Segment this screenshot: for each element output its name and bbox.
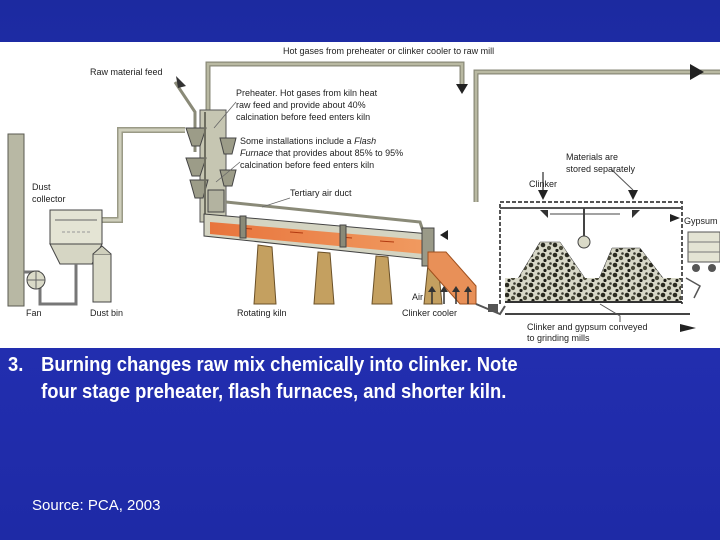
gypsum-truck-icon [670, 214, 720, 272]
label-flash-furnace-3: calcination before feed enters kiln [240, 160, 374, 170]
caption-line-1: Burning changes raw mix chemically into … [41, 354, 518, 376]
source-citation: Source: PCA, 2003 [32, 497, 161, 514]
label-clinker-cooler: Clinker cooler [402, 308, 457, 318]
flow-arrow-icon [456, 64, 704, 94]
label-dust-bin: Dust bin [90, 308, 123, 318]
dust-bin [92, 245, 112, 303]
caption-number: 3. [8, 354, 24, 376]
clinker-conveyor [475, 303, 506, 316]
label-preheater-3: calcination before feed enters kiln [236, 112, 370, 122]
cement-burning-diagram: Hot gases from preheater or clinker cool… [0, 42, 720, 348]
caption-text: Burning changes raw mix chemically into … [41, 352, 685, 406]
label-hot-gases: Hot gases from preheater or clinker cool… [283, 46, 494, 56]
label-dust-collector-2: collector [32, 194, 66, 204]
label-air: Air [412, 292, 423, 302]
label-rotating-kiln: Rotating kiln [237, 308, 287, 318]
caption-line-2: four stage preheater, flash furnaces, an… [41, 381, 507, 403]
label-clinker: Clinker [529, 179, 557, 189]
label-materials-2: stored separately [566, 164, 636, 174]
exhaust-stack [7, 133, 25, 307]
label-materials-1: Materials are [566, 152, 618, 162]
label-flash-furnace-2: Furnace that provides about 85% to 95% [240, 148, 403, 158]
mill-conveyor [505, 277, 701, 332]
fan-icon [26, 270, 46, 290]
label-gypsum: Gypsum [684, 216, 718, 226]
label-tertiary-air-duct: Tertiary air duct [290, 188, 352, 198]
preheater-tower [185, 109, 237, 228]
exhaust-duct [100, 127, 185, 223]
dust-collector [38, 209, 103, 306]
label-preheater-1: Preheater. Hot gases from kiln heat [236, 88, 378, 98]
label-flash-furnace-1: Some installations include a Flash [240, 136, 376, 146]
storage-arrow-icon [538, 190, 638, 200]
label-preheater-2: raw feed and provide about 40% [236, 100, 366, 110]
label-fan: Fan [26, 308, 42, 318]
kiln-supports [253, 244, 443, 305]
label-raw-material-feed: Raw material feed [90, 67, 163, 77]
label-conveyed-1: Clinker and gypsum conveyed [527, 322, 648, 332]
material-storage [499, 201, 683, 304]
burner-arrow-icon [440, 230, 448, 240]
process-illustration: Hot gases from preheater or clinker cool… [7, 46, 720, 343]
label-conveyed-2: to grinding mills [527, 333, 590, 343]
label-dust-collector-1: Dust [32, 182, 51, 192]
